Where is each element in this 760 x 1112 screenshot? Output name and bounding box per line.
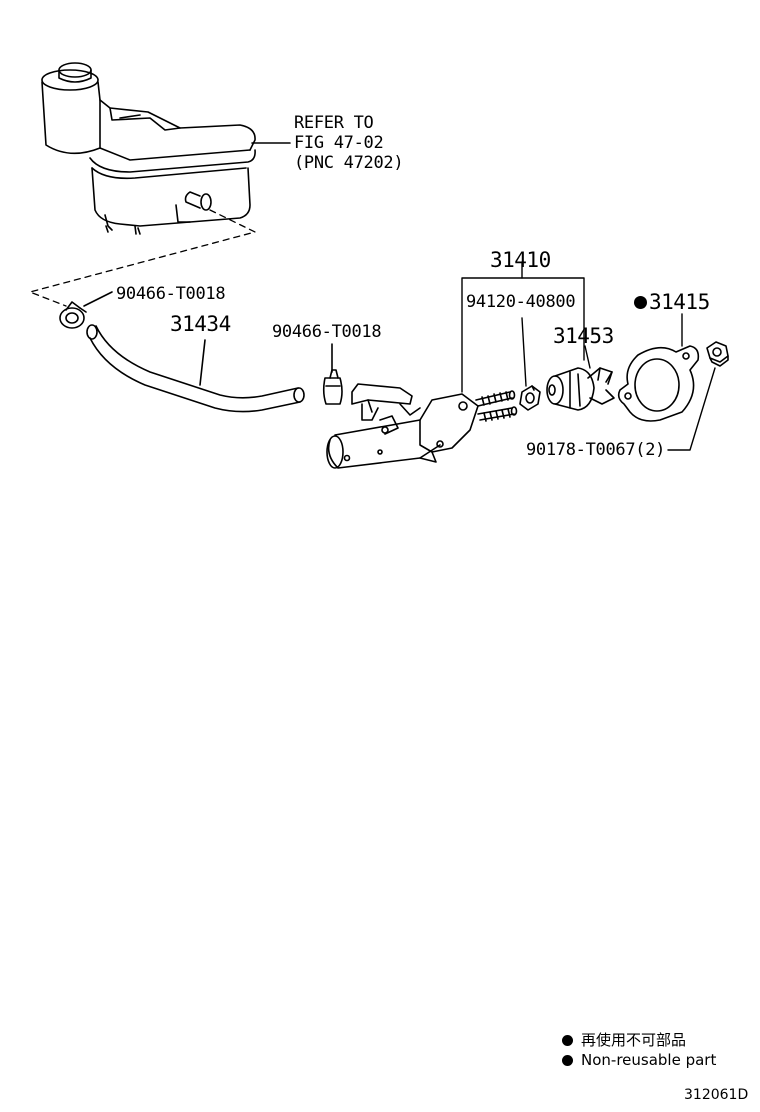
legend-label-en: Non-reusable part [581,1051,717,1069]
legend-bullet [562,1055,573,1066]
dashed-connection [29,209,256,307]
bolt-nut [519,385,541,411]
flange-nut [706,341,729,367]
clip-right-part-number: 90466-T0018 [272,322,382,342]
hose-leader [199,339,206,386]
nut-leader [667,367,716,451]
bolt-part-number: 94120-40800 [466,292,576,312]
figure-number: 312061D [684,1087,749,1103]
clip-left [59,301,87,329]
non-reusable-marker [634,296,647,309]
gasket-part-number-text: 31415 [649,290,710,314]
reservoir-hose [86,324,305,413]
clip-left-leader [83,291,113,307]
hose-part-number: 31434 [170,312,231,336]
clip-right [322,369,343,405]
legend-label-jp: 再使用不可部品 [581,1031,687,1049]
gasket [617,345,700,422]
master-cylinder [326,383,518,469]
master-cylinder-part-number: 31410 [490,248,551,272]
push-rod-clevis [546,367,615,411]
legend-bullet [562,1035,573,1046]
reference-note-line1: REFER TO [294,113,374,133]
legend-item-jp: 再使用不可部品 [562,1030,686,1050]
reference-note-line3: (PNC 47202) [294,153,404,173]
reservoir-tank [41,62,256,235]
bolt-leader [521,317,527,387]
nut-part-number: 90178-T0067(2) [526,440,666,460]
push-rod-leader [584,345,591,369]
legend-item-en: Non-reusable part [562,1050,716,1070]
master-cylinder-bracket [461,277,585,393]
clip-left-part-number: 90466-T0018 [116,284,226,304]
gasket-part-number: 31415 [634,290,710,314]
reference-note-line2: FIG 47-02 [294,133,384,153]
push-rod-part-number: 31453 [553,324,614,348]
